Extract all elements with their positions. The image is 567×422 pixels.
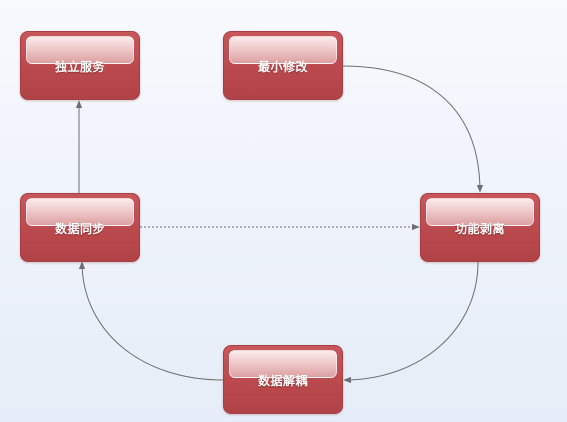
node-data-decoupling[interactable]: 数据解耦 (223, 345, 343, 414)
node-minimal-change[interactable]: 最小修改 (223, 31, 343, 100)
edge-data-decoupling-to-data-sync (78, 261, 224, 381)
node-gloss (26, 198, 134, 226)
node-gloss (229, 350, 337, 378)
node-gloss (26, 36, 134, 64)
node-label: 数据同步 (54, 222, 105, 236)
edge-function-split-to-data-decoupling (343, 261, 479, 384)
node-label: 功能剥离 (454, 222, 505, 236)
node-label: 最小修改 (257, 60, 308, 74)
node-independent-service[interactable]: 独立服务 (20, 31, 140, 100)
node-function-split[interactable]: 功能剥离 (420, 193, 540, 262)
node-label: 独立服务 (54, 60, 105, 74)
edge-minimal-change-to-function-split (342, 65, 484, 193)
node-gloss (426, 198, 534, 226)
node-gloss (229, 36, 337, 64)
node-label: 数据解耦 (257, 374, 308, 388)
node-data-sync[interactable]: 数据同步 (20, 193, 140, 262)
